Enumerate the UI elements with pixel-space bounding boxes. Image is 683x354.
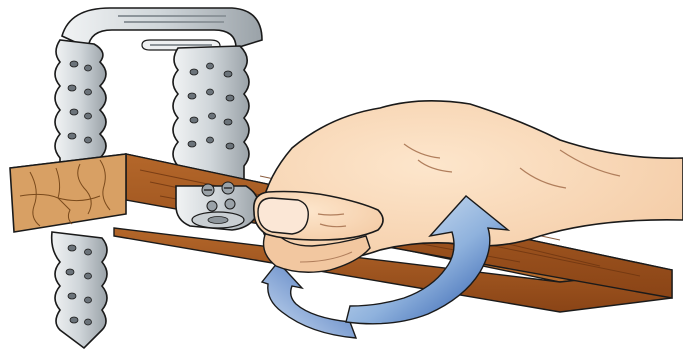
metal-hanger-lower-icon	[50, 181, 260, 350]
rotation-arrow-icon	[345, 195, 511, 325]
hand-icon	[252, 100, 683, 273]
